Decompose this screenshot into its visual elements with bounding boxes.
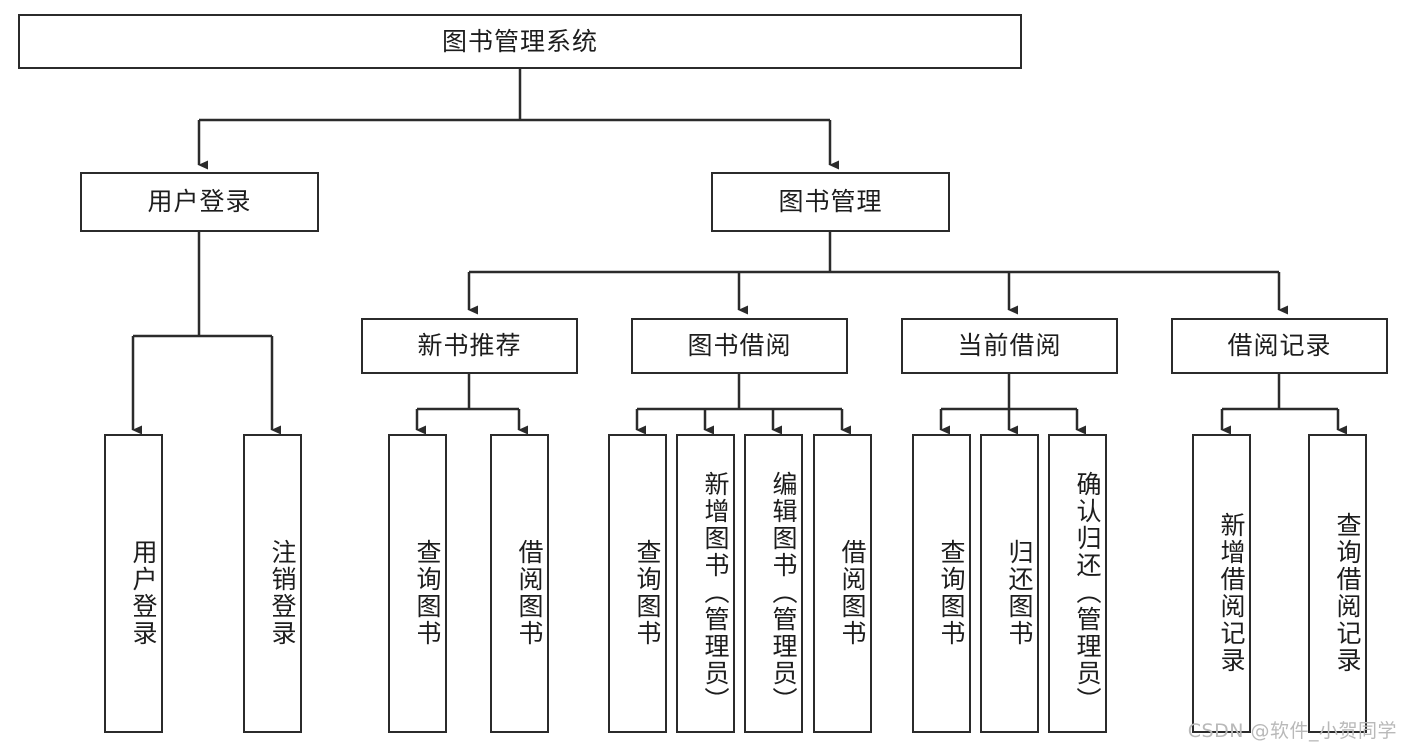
node-label: 用户登录 bbox=[147, 187, 252, 217]
node-label: 借阅图书 bbox=[515, 538, 544, 647]
node-label: 图书管理系统 bbox=[441, 26, 598, 56]
node-label: 查询图书 bbox=[937, 538, 966, 647]
node-label: 归还图书 bbox=[1005, 538, 1034, 647]
leaf-user-login-signin[interactable]: 用户登录 bbox=[104, 434, 163, 733]
node-label: 借阅图书 bbox=[838, 538, 867, 647]
node-label: 新增图书（管理员） bbox=[701, 471, 730, 714]
leaf-book-borrow-query[interactable]: 查询图书 bbox=[608, 434, 667, 733]
leaf-new-book-query[interactable]: 查询图书 bbox=[388, 434, 447, 733]
csdn-watermark: CSDN @软件_小贺同学 bbox=[1187, 720, 1397, 742]
leaf-book-borrow-edit[interactable]: 编辑图书（管理员） bbox=[744, 434, 803, 733]
leaf-current-borrow-confirm[interactable]: 确认归还（管理员） bbox=[1048, 434, 1107, 733]
node-user-login[interactable]: 用户登录 bbox=[80, 172, 319, 232]
node-label: 查询图书 bbox=[413, 538, 442, 647]
node-label: 注销登录 bbox=[268, 538, 297, 647]
node-label: 图书管理 bbox=[778, 187, 883, 217]
node-label: 查询借阅记录 bbox=[1333, 511, 1362, 674]
node-new-book-recommend[interactable]: 新书推荐 bbox=[361, 318, 578, 374]
node-label: 确认归还（管理员） bbox=[1073, 471, 1102, 714]
node-borrow-record[interactable]: 借阅记录 bbox=[1171, 318, 1388, 374]
leaf-borrow-record-add[interactable]: 新增借阅记录 bbox=[1192, 434, 1251, 733]
node-label: 当前借阅 bbox=[957, 331, 1062, 361]
leaf-current-borrow-return[interactable]: 归还图书 bbox=[980, 434, 1039, 733]
leaf-new-book-borrow[interactable]: 借阅图书 bbox=[490, 434, 549, 733]
leaf-book-borrow-add[interactable]: 新增图书（管理员） bbox=[676, 434, 735, 733]
leaf-book-borrow-lend[interactable]: 借阅图书 bbox=[813, 434, 872, 733]
node-label: 借阅记录 bbox=[1227, 331, 1332, 361]
leaf-borrow-record-query[interactable]: 查询借阅记录 bbox=[1308, 434, 1367, 733]
node-book-manage[interactable]: 图书管理 bbox=[711, 172, 950, 232]
node-label: 用户登录 bbox=[129, 538, 158, 647]
node-label: 图书借阅 bbox=[687, 331, 792, 361]
node-label: 编辑图书（管理员） bbox=[769, 471, 798, 714]
node-root-system[interactable]: 图书管理系统 bbox=[18, 14, 1022, 69]
leaf-user-login-signout[interactable]: 注销登录 bbox=[243, 434, 302, 733]
node-current-borrow[interactable]: 当前借阅 bbox=[901, 318, 1118, 374]
node-label: 查询图书 bbox=[633, 538, 662, 647]
node-book-borrow[interactable]: 图书借阅 bbox=[631, 318, 848, 374]
node-label: 新增借阅记录 bbox=[1217, 511, 1246, 674]
leaf-current-borrow-query[interactable]: 查询图书 bbox=[912, 434, 971, 733]
node-label: 新书推荐 bbox=[417, 331, 522, 361]
